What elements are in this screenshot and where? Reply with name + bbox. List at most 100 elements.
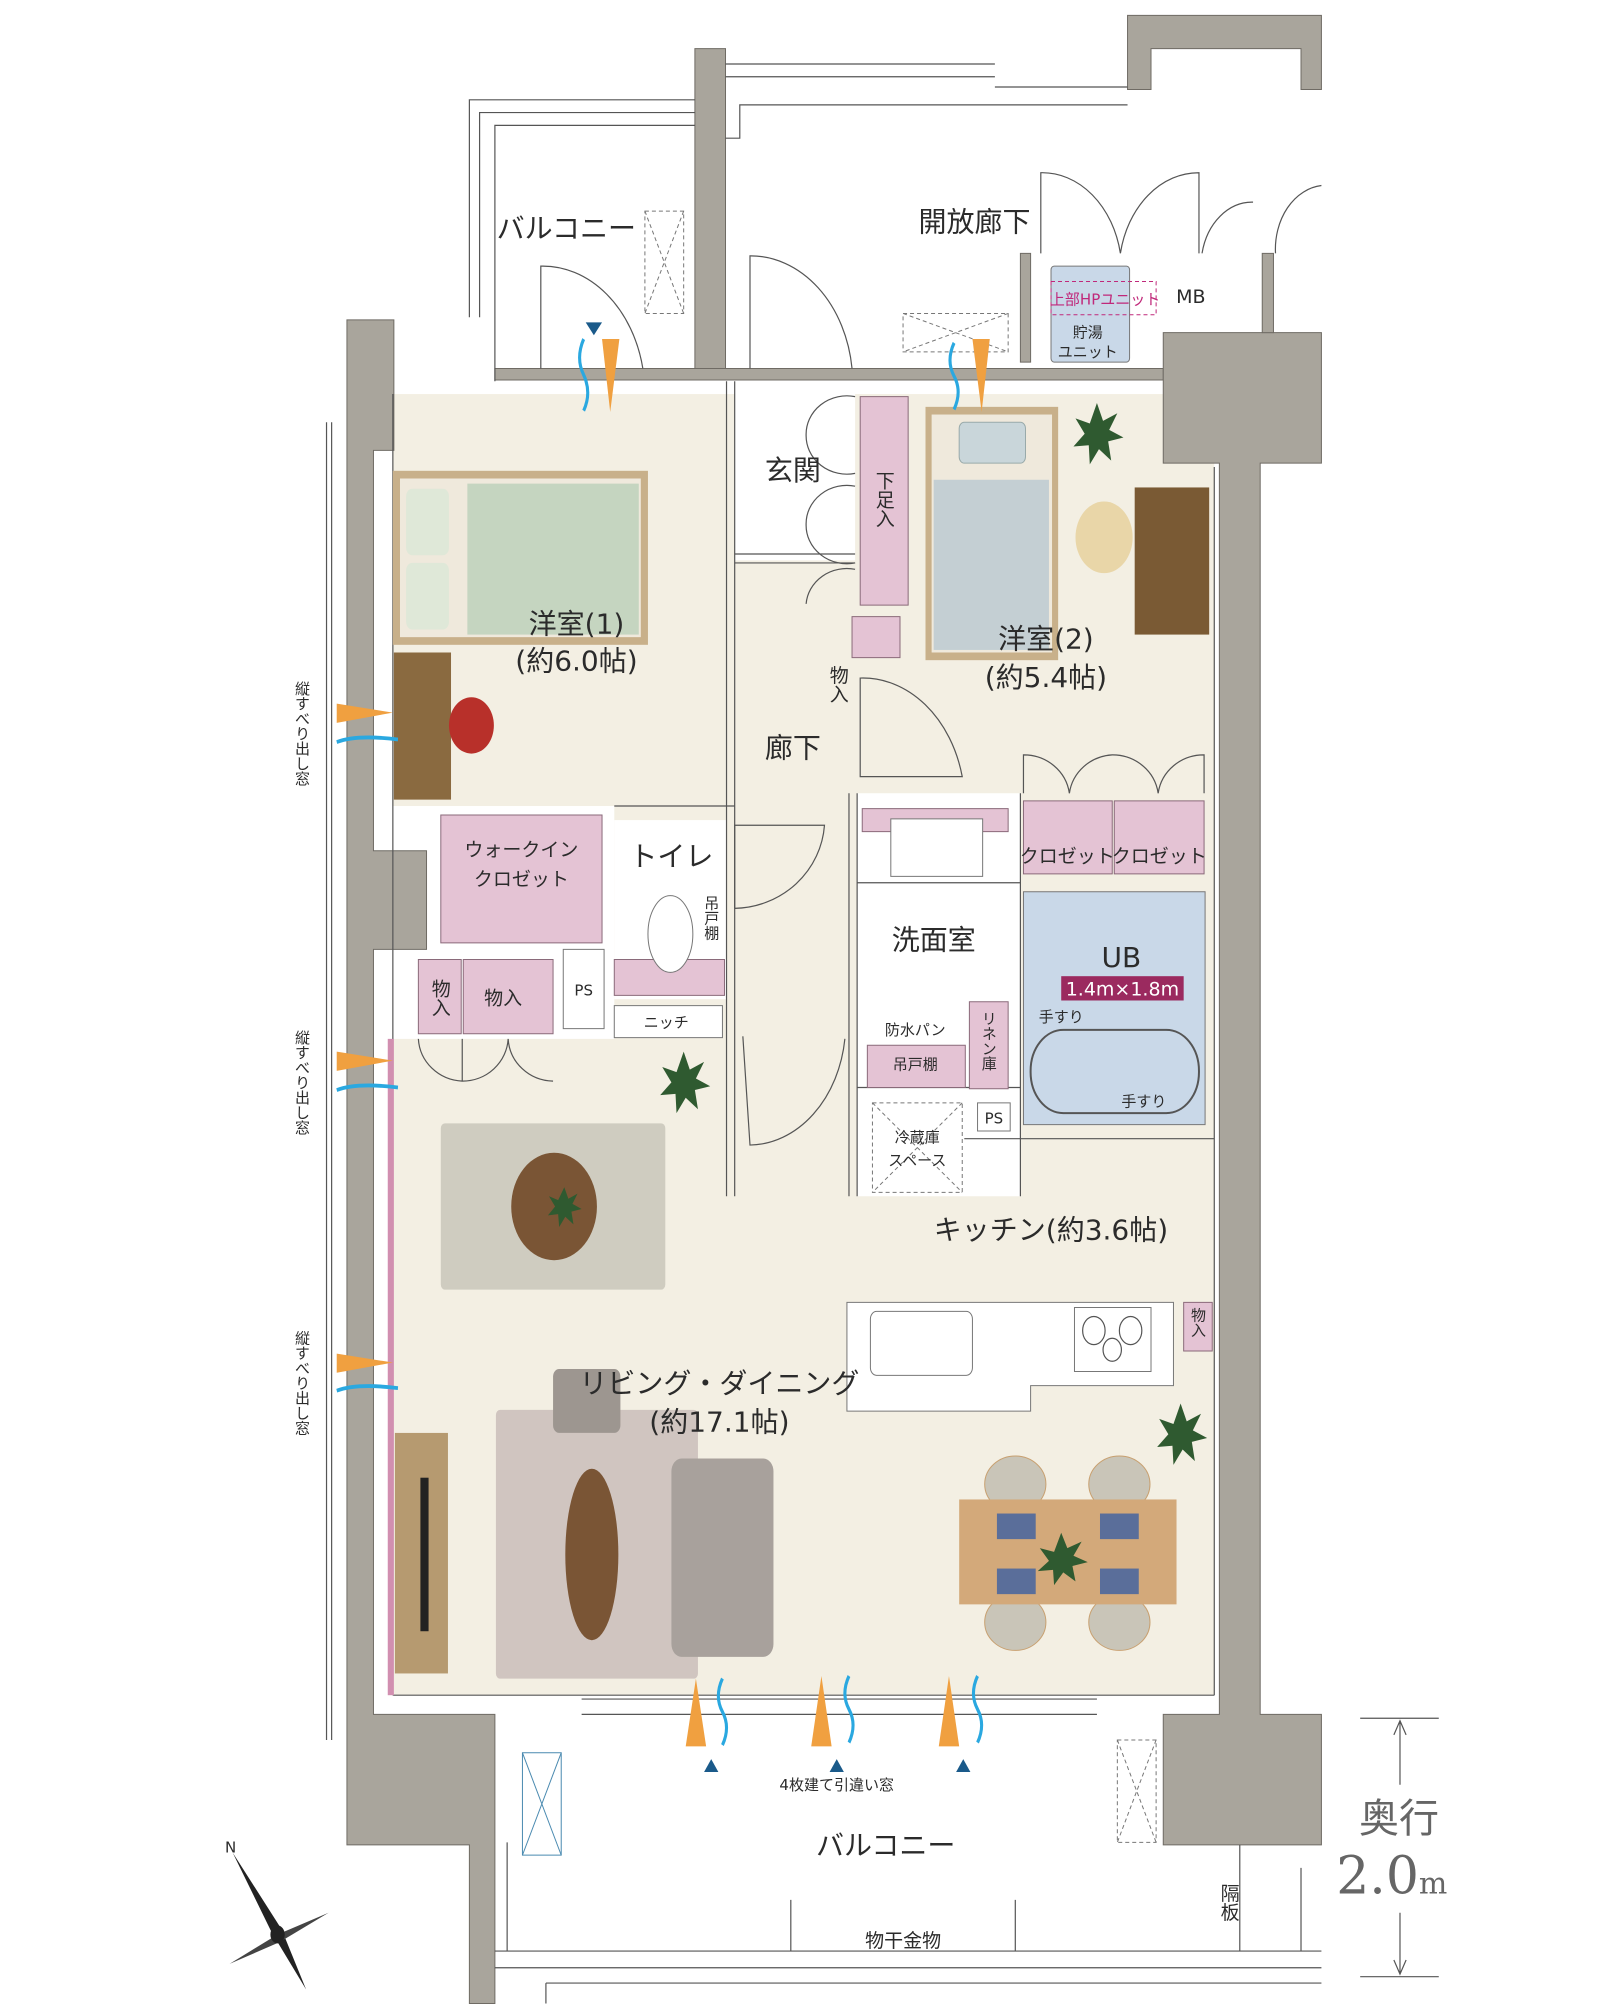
depth-value: 2.0 — [1336, 1846, 1419, 1906]
closet-doors-bedroom2 — [1023, 755, 1204, 793]
washroom-shelf — [867, 1045, 965, 1087]
label-storage-h: 物入 — [484, 987, 522, 1009]
label-bedroom1-size: (約6.0帖) — [515, 644, 637, 677]
label-toilet: トイレ — [629, 840, 713, 873]
desk-2 — [1134, 487, 1210, 635]
label-hanging-shelf-wash: 吊戸棚 — [893, 1056, 938, 1074]
label-walk-in-1: ウォークイン — [464, 839, 578, 861]
closet-box-2 — [1114, 801, 1204, 874]
door-toilet[interactable] — [735, 825, 825, 908]
kitchen-sink — [870, 1311, 972, 1375]
door-balcony-top[interactable] — [541, 266, 643, 368]
ub-size-badge — [1061, 976, 1184, 1001]
label-open-corridor: 開放廊下 — [918, 206, 1030, 239]
unit-bath — [1023, 892, 1205, 1125]
door-living[interactable] — [743, 1036, 845, 1145]
storage-kitchen-box — [1184, 1302, 1213, 1351]
label-fridge-1: 冷蔵庫 — [895, 1128, 940, 1146]
burner — [1103, 1338, 1121, 1361]
desk-1 — [393, 652, 452, 800]
label-niche: ニッチ — [644, 1013, 689, 1031]
hatch-top-mid — [903, 313, 1008, 351]
wall-top-right — [1128, 15, 1322, 89]
label-ps-right: PS — [985, 1109, 1004, 1127]
hot-water-unit — [1051, 266, 1130, 362]
walk-in-closet — [441, 815, 602, 943]
shoe-doors — [806, 396, 855, 604]
label-living: リビング・ダイニング — [579, 1367, 859, 1400]
placemat — [996, 1568, 1036, 1595]
label-storage-v: 物入 — [429, 978, 451, 1016]
label-partition: 隔板 — [1218, 1883, 1240, 1921]
balcony-top-rail — [469, 64, 1127, 381]
airflow-in-icon — [336, 339, 990, 1747]
window-rail-left — [327, 422, 332, 1740]
compass-icon — [229, 1852, 329, 1990]
storage-box-2 — [463, 960, 553, 1034]
wall-top — [495, 368, 1163, 380]
hatch-x — [903, 313, 1008, 351]
hatch-x — [522, 1753, 561, 1855]
label-window-1: 縦すべり出し窓 — [293, 681, 311, 786]
chair-1 — [448, 697, 494, 754]
fridge-space — [872, 1103, 962, 1193]
label-mb: MB — [1176, 286, 1205, 308]
storage-hall-box — [852, 617, 900, 658]
closet-box-1 — [1023, 801, 1112, 874]
hatch-bottom-left — [522, 1753, 561, 1855]
plant-icon — [547, 403, 1208, 1586]
label-balcony-top: バルコニー — [497, 212, 636, 245]
label-hp-unit: 上部HPユニット — [1050, 291, 1160, 309]
label-closet-1: クロゼット — [1020, 845, 1115, 867]
depth-unit: m — [1419, 1866, 1447, 1901]
label-living-size: (約17.1帖) — [649, 1406, 789, 1439]
label-balcony-bottom: バルコニー — [816, 1829, 955, 1862]
depth-dimension — [1360, 1718, 1439, 1976]
placemat — [1099, 1513, 1139, 1540]
plan-geometry — [229, 15, 1439, 2004]
window-strip-left — [387, 1038, 394, 1696]
label-drying-rack: 物干金物 — [865, 1930, 941, 1952]
wall-left — [347, 320, 495, 2004]
chair-2 — [1075, 501, 1133, 574]
label-walk-in-2: クロゼット — [474, 868, 569, 890]
compass-north-label: N — [225, 1839, 236, 1857]
wall-mb-right — [1262, 253, 1273, 332]
tv — [420, 1477, 429, 1632]
label-ub-size: 1.4m×1.8m — [1066, 978, 1179, 1000]
label-sliding-window: 4枚建て引違い窓 — [779, 1776, 894, 1794]
hatch-x — [1117, 1740, 1156, 1842]
label-linen: リネン庫 — [980, 1011, 998, 1071]
label-shoe-storage: 下足入 — [873, 471, 895, 528]
ps-box-left — [563, 949, 604, 1028]
depth-value-group: 2.0m — [1336, 1846, 1447, 1906]
partitions — [393, 381, 1214, 1695]
door-bedroom2[interactable] — [860, 678, 962, 777]
door-entrance[interactable] — [750, 256, 852, 369]
pillow — [959, 422, 1025, 463]
placemat — [1099, 1568, 1139, 1595]
airflow-marker-icon — [585, 322, 971, 1772]
label-washroom: 洗面室 — [892, 923, 976, 956]
label-bedroom1: 洋室(1) — [529, 607, 625, 640]
hatch-x — [645, 211, 684, 313]
vanity-sink — [891, 819, 983, 877]
label-hot-water-1: 貯湯 — [1073, 324, 1103, 342]
label-hanging-shelf-toilet: 吊戸棚 — [702, 896, 720, 941]
label-entrance: 玄関 — [765, 454, 821, 487]
label-hot-water-2: ユニット — [1058, 343, 1118, 361]
fridge-x — [872, 1103, 962, 1193]
bed-2-blanket — [933, 479, 1049, 650]
hall-strip — [726, 793, 849, 1197]
coffee-table-oval — [565, 1468, 619, 1641]
entrance-floor — [734, 381, 856, 561]
pillow — [406, 562, 449, 630]
label-ub: UB — [1102, 941, 1142, 974]
wall-mb-left — [1020, 253, 1030, 362]
airflow-out-icon — [336, 338, 984, 1747]
label-fridge-2: スペース — [888, 1152, 946, 1170]
label-bedroom2: 洋室(2) — [998, 623, 1094, 656]
burner — [1083, 1317, 1105, 1345]
label-window-2: 縦すべり出し窓 — [293, 1030, 311, 1135]
